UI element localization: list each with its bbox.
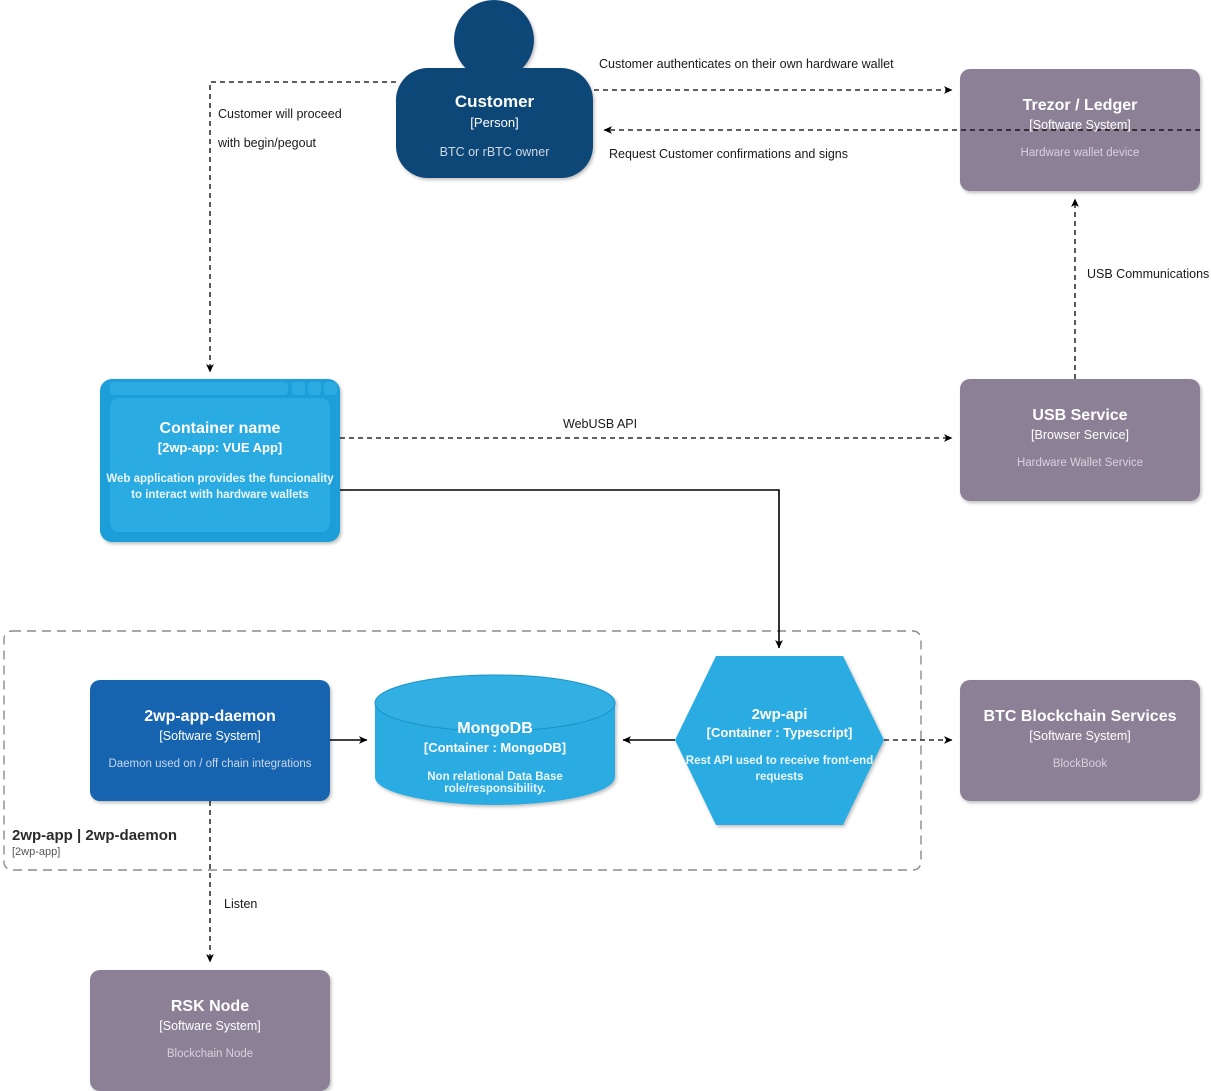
node-btc-blockchain-services[interactable]	[960, 680, 1200, 801]
node-usb-service[interactable]	[960, 379, 1200, 501]
browser-dot-1	[292, 382, 305, 395]
boundary-label: 2wp-app | 2wp-daemon [2wp-app]	[12, 827, 177, 858]
edge-label-listen: Listen	[224, 897, 258, 911]
boundary-subtitle: [2wp-app]	[12, 846, 61, 858]
boundary-title: 2wp-app | 2wp-daemon	[12, 827, 178, 844]
edge-label-customer-authenticates: Customer authenticates on their own hard…	[599, 57, 894, 71]
node-rsk-node[interactable]	[90, 970, 330, 1091]
edge-container-to-api	[340, 489, 783, 649]
edge-label-usb-communications: USB Communications	[1087, 267, 1210, 281]
boundary-2wp-app	[3, 630, 922, 871]
node-mongodb[interactable]	[374, 674, 616, 805]
node-container-name[interactable]	[100, 379, 340, 542]
node-2wp-api[interactable]	[675, 656, 884, 825]
node-2wp-app-daemon[interactable]	[90, 680, 330, 801]
browser-dot-2	[308, 382, 321, 395]
edge-label-customer-will-proceed: Customer will proceed	[218, 107, 342, 121]
browser-dot-3	[324, 382, 337, 395]
edge-customer-to-container	[206, 81, 396, 373]
edge-label-with-begin-pegout: with begin/pegout	[218, 136, 316, 150]
edge-label-request-confirmations: Request Customer confirmations and signs	[609, 147, 849, 161]
node-customer[interactable]	[396, 0, 593, 178]
edge-label-webusb-api: WebUSB API	[563, 417, 638, 431]
